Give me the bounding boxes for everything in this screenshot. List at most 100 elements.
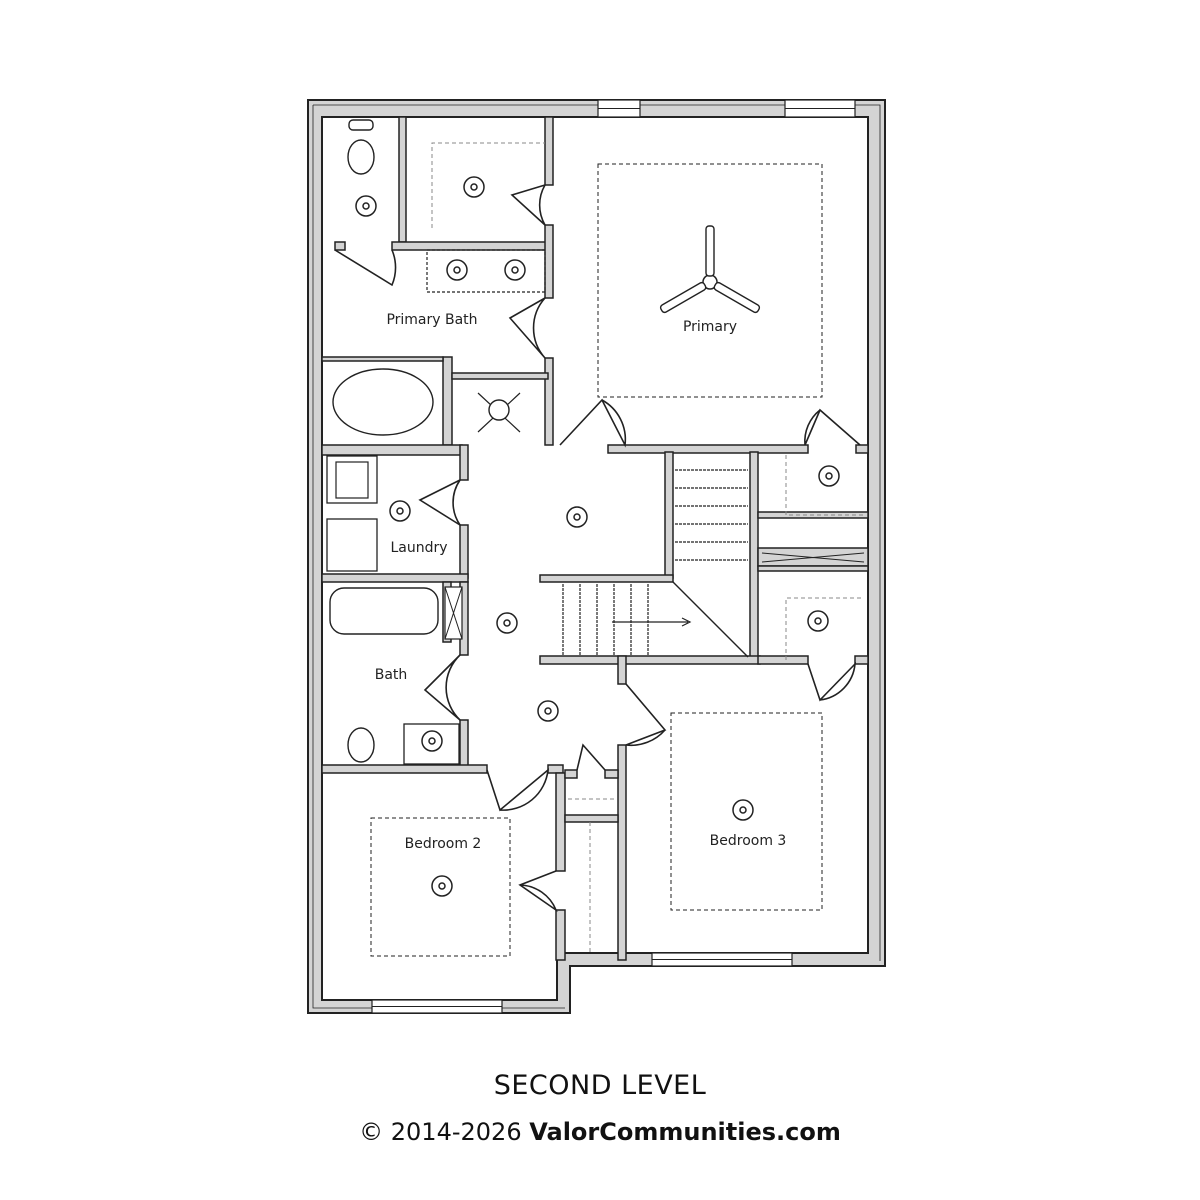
- interior-wall: [544, 357, 554, 446]
- door-swing: [508, 297, 546, 359]
- tray-ceiling-outline: [597, 163, 823, 398]
- washer-icon: [326, 455, 378, 504]
- interior-wall: [391, 241, 553, 251]
- ceiling-light-icon: [389, 500, 411, 522]
- interior-wall: [564, 814, 619, 823]
- interior-wall: [854, 655, 869, 665]
- walls: [307, 99, 886, 1014]
- fan-blade: [705, 225, 715, 277]
- ceiling-light-center: [453, 266, 461, 274]
- door-swing: [625, 683, 667, 747]
- bath-vanity: [403, 723, 460, 765]
- interior-wall: [544, 116, 554, 186]
- interior-wall: [855, 444, 869, 454]
- linen-shelf-x: [761, 552, 865, 563]
- interior-wall: [757, 655, 809, 665]
- interior-wall: [555, 909, 566, 961]
- interior-wall: [547, 764, 564, 774]
- interior-wall: [459, 719, 469, 771]
- door-swing: [559, 398, 627, 448]
- ceiling-light-icon: [818, 465, 840, 487]
- stair-winder-line: [672, 581, 749, 658]
- room-labels: Primary Bath Primary Laundry Bath Bedroo…: [375, 312, 787, 852]
- fan-blade-group: [713, 281, 761, 314]
- ceiling-light-icon: [421, 730, 443, 752]
- interior-wall: [555, 772, 566, 872]
- shower-drain-icon: [488, 399, 510, 421]
- interior-wall: [398, 116, 407, 243]
- ceiling-light-center: [544, 707, 552, 715]
- vanity-counter: [426, 249, 546, 293]
- interior-wall: [539, 574, 674, 583]
- interior-wall: [321, 764, 488, 774]
- fan-blade-group: [705, 225, 715, 277]
- door-swing: [334, 249, 397, 287]
- room-label-primary: Primary: [683, 319, 737, 335]
- ceiling-light-center: [739, 806, 747, 814]
- interior-wall: [539, 655, 761, 665]
- ceiling-light-center: [825, 472, 833, 480]
- interior-wall: [757, 565, 869, 572]
- fan-blade: [713, 281, 761, 314]
- ceiling-light-icon: [463, 176, 485, 198]
- interior-wall: [617, 655, 627, 685]
- ceiling-light-icon: [807, 610, 829, 632]
- dryer-icon: [326, 518, 378, 572]
- interior-wall: [321, 356, 444, 362]
- room-label-bedroom-2: Bedroom 2: [405, 836, 482, 852]
- ceiling-light-icon: [566, 506, 588, 528]
- fan-blade-group: [659, 281, 707, 314]
- stair-direction-arrow: [612, 617, 692, 627]
- ceiling-light-center: [470, 183, 478, 191]
- ceiling-light-center: [396, 507, 404, 515]
- level-title: SECOND LEVEL: [493, 1070, 707, 1101]
- ceiling-fan-icon: [659, 225, 761, 314]
- ceiling-light-icon: [504, 259, 526, 281]
- fixtures: [326, 119, 864, 957]
- interior-wall: [334, 241, 346, 251]
- door-swing: [423, 654, 461, 721]
- interior-wall: [321, 573, 469, 583]
- interior-wall: [544, 224, 554, 299]
- ceiling-light-center: [814, 617, 822, 625]
- toilet-icon: [347, 139, 375, 175]
- door-swing: [486, 768, 550, 812]
- door-swing: [418, 479, 461, 526]
- bathtub-icon: [332, 368, 434, 436]
- ceiling-light-center: [573, 513, 581, 521]
- interior-wall: [321, 444, 463, 456]
- closet-shelf-line: [785, 455, 864, 516]
- ceiling-light-center: [362, 202, 370, 210]
- tray-ceiling-outline: [370, 817, 511, 957]
- toilet-tank: [348, 119, 374, 131]
- interior-wall: [604, 769, 619, 779]
- ceiling-light-center: [511, 266, 519, 274]
- bathtub-icon: [329, 587, 439, 635]
- door-swing: [804, 408, 861, 446]
- ceiling-light-icon: [355, 195, 377, 217]
- interior-wall: [442, 356, 453, 446]
- interior-wall: [459, 524, 469, 579]
- ceiling-light-icon: [431, 875, 453, 897]
- toilet-icon: [347, 727, 375, 763]
- room-label-bedroom-3: Bedroom 3: [710, 833, 787, 849]
- interior-wall: [459, 444, 469, 481]
- interior-wall: [564, 769, 578, 779]
- closet-shelf-line: [785, 597, 864, 660]
- ceiling-light-icon: [732, 799, 754, 821]
- website-link: ValorCommunities.com: [529, 1118, 841, 1146]
- door-swing: [576, 743, 606, 771]
- interior-wall: [607, 444, 809, 454]
- washer-lid: [335, 461, 369, 499]
- door-swing: [510, 184, 546, 226]
- linen-cabinet-x: [444, 586, 463, 640]
- interior-wall: [664, 451, 674, 579]
- interior-wall: [749, 451, 759, 661]
- copyright-years: © 2014-2026: [359, 1118, 522, 1146]
- copyright-line: © 2014-2026 ValorCommunities.com: [0, 1118, 1200, 1146]
- interior-wall: [617, 744, 627, 961]
- ceiling-light-icon: [537, 700, 559, 722]
- ceiling-light-icon: [446, 259, 468, 281]
- interior-wall: [451, 372, 549, 380]
